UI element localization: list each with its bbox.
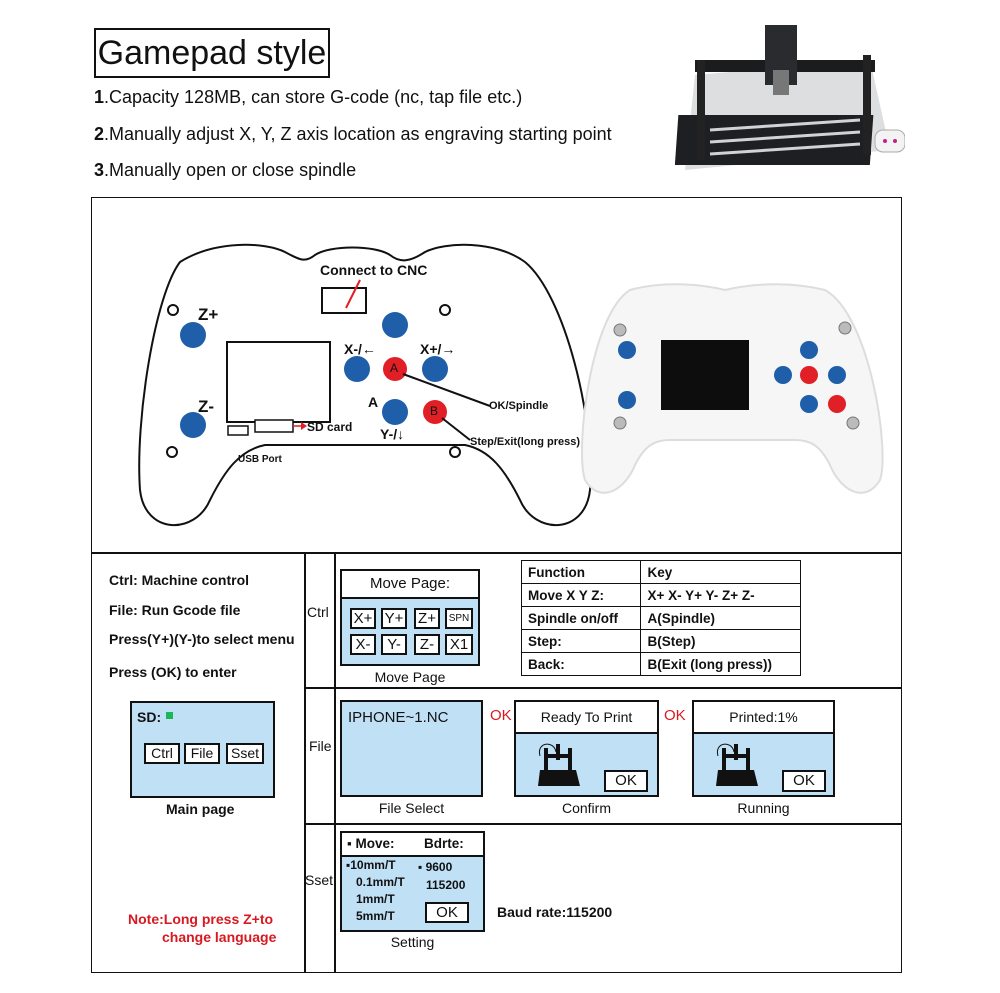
bdrte-header: Bdrte: <box>424 836 464 851</box>
step-exit-label: Step/Exit(long press) <box>470 436 581 448</box>
sd-card-label: SD card <box>307 420 353 434</box>
step-option[interactable]: 0.1mm/T <box>356 875 405 889</box>
table-header-cell: Key <box>640 560 801 584</box>
ctrl-desc: Ctrl: Machine control <box>109 572 250 588</box>
running-ok-button[interactable]: OK <box>782 770 826 792</box>
sd-label: SD: <box>137 709 162 725</box>
zminus-button-dot <box>180 412 206 438</box>
key-spn[interactable]: SPN <box>445 608 473 629</box>
b-button-text: B <box>430 404 439 418</box>
a-label: A <box>368 394 379 410</box>
move-page-caption: Move Page <box>374 669 446 685</box>
yplus-button-dot <box>382 312 408 338</box>
file-name[interactable]: IPHONE~1.NC <box>348 709 449 726</box>
baud-rate-note: Baud rate:115200 <box>497 904 613 920</box>
machine-icon <box>538 743 580 786</box>
gamepad-diagram <box>138 243 592 526</box>
main-page-caption: Main page <box>166 801 235 817</box>
ok-arrow-2: OK <box>664 707 686 724</box>
table-cell: Move X Y Z: <box>520 583 642 607</box>
note-line1: Note:Long press Z+to <box>128 911 274 927</box>
file-select-caption: File Select <box>378 800 445 816</box>
key-yminus[interactable]: Y- <box>381 634 407 655</box>
table-cell: X+ X- Y+ Y- Z+ Z- <box>640 583 801 607</box>
menu-table-frame <box>91 553 902 973</box>
table-cell: B(Exit (long press)) <box>640 652 801 676</box>
ok-spindle-label: OK/Spindle <box>489 400 549 412</box>
file-select-screen: IPHONE~1.NC <box>340 700 483 797</box>
running-caption: Running <box>737 800 790 816</box>
table-cell: Step: <box>520 629 642 653</box>
ctrl-row-label: Ctrl <box>307 604 329 620</box>
note-line2: change language <box>162 929 277 945</box>
zplus-label: Z+ <box>198 305 219 324</box>
key-x1[interactable]: X1 <box>445 634 473 655</box>
yminus-label: Y-/↓ <box>380 426 405 442</box>
running-screen: Printed:1% OK <box>692 700 835 797</box>
table-cell: Spindle on/off <box>520 606 642 630</box>
diagram-frame <box>91 197 902 553</box>
sset-row-label: Sset <box>305 872 334 888</box>
setting-caption: Setting <box>390 934 435 950</box>
confirm-title: Ready To Print <box>516 702 657 734</box>
confirm-screen: Ready To Print OK <box>514 700 659 797</box>
xplus-label: X+/→ <box>420 341 456 357</box>
ctrl-menu-button[interactable]: Ctrl <box>144 743 180 764</box>
key-xminus[interactable]: X- <box>350 634 376 655</box>
key-zplus[interactable]: Z+ <box>414 608 440 629</box>
table-cell: Back: <box>520 652 642 676</box>
feature-2: 2.Manually adjust X, Y, Z axis location … <box>94 124 612 144</box>
controller-photo <box>581 283 884 494</box>
file-menu-button[interactable]: File <box>184 743 220 764</box>
table-row: Move X Y Z:X+ X- Y+ Y- Z+ Z- <box>520 583 801 607</box>
sset-menu-button[interactable]: Sset <box>226 743 264 764</box>
a-button-text: A <box>390 361 399 375</box>
feature-3: 3.Manually open or close spindle <box>94 160 357 180</box>
step-option[interactable]: 5mm/T <box>356 909 395 923</box>
xminus-button-dot <box>344 356 370 382</box>
file-desc: File: Run Gcode file <box>109 602 241 618</box>
xplus-button-dot <box>422 356 448 382</box>
setting-screen: ▪ Move: Bdrte: ▪10mm/T 0.1mm/T 1mm/T 5mm… <box>340 831 485 932</box>
confirm-ok-button[interactable]: OK <box>604 770 648 792</box>
table-cell: B(Step) <box>640 629 801 653</box>
table-header-cell: Function <box>520 560 642 584</box>
zminus-label: Z- <box>198 397 215 416</box>
baud-option[interactable]: ▪ 9600 <box>418 860 453 874</box>
sd-status-icon <box>166 712 173 719</box>
move-page-title: Move Page: <box>342 571 478 599</box>
select-desc: Press(Y+)(Y-)to select menu <box>109 631 295 647</box>
yminus-button-dot <box>382 399 408 425</box>
enter-desc: Press (OK) to enter <box>109 664 237 680</box>
table-cell: A(Spindle) <box>640 606 801 630</box>
page-title: Gamepad style <box>94 28 330 78</box>
key-yplus[interactable]: Y+ <box>381 608 407 629</box>
baud-option[interactable]: 115200 <box>426 878 466 892</box>
ok-arrow-1: OK <box>490 707 512 724</box>
zplus-button-dot <box>180 322 206 348</box>
usb-port-label: USB Port <box>238 454 282 465</box>
table-row: Back:B(Exit (long press)) <box>520 652 801 676</box>
key-zminus[interactable]: Z- <box>414 634 440 655</box>
running-title: Printed:1% <box>694 702 833 734</box>
connect-label: Connect to CNC <box>320 262 428 278</box>
move-page-screen: Move Page: X+ Y+ Z+ SPN X- Y- Z- X1 <box>340 569 480 666</box>
table-row: Step:B(Step) <box>520 629 801 653</box>
step-option[interactable]: ▪10mm/T <box>346 858 396 872</box>
xminus-label: X-/← <box>344 341 376 357</box>
step-option[interactable]: 1mm/T <box>356 892 395 906</box>
setting-ok-button[interactable]: OK <box>425 902 469 923</box>
move-header: ▪ Move: <box>347 836 395 851</box>
cnc-machine-image <box>675 25 905 170</box>
feature-1: 1.Capacity 128MB, can store G-code (nc, … <box>94 87 523 107</box>
key-xplus[interactable]: X+ <box>350 608 376 629</box>
machine-icon <box>716 743 758 786</box>
confirm-caption: Confirm <box>561 800 611 816</box>
file-row-label: File <box>309 738 332 754</box>
main-page-screen: SD: Ctrl File Sset <box>130 701 275 798</box>
